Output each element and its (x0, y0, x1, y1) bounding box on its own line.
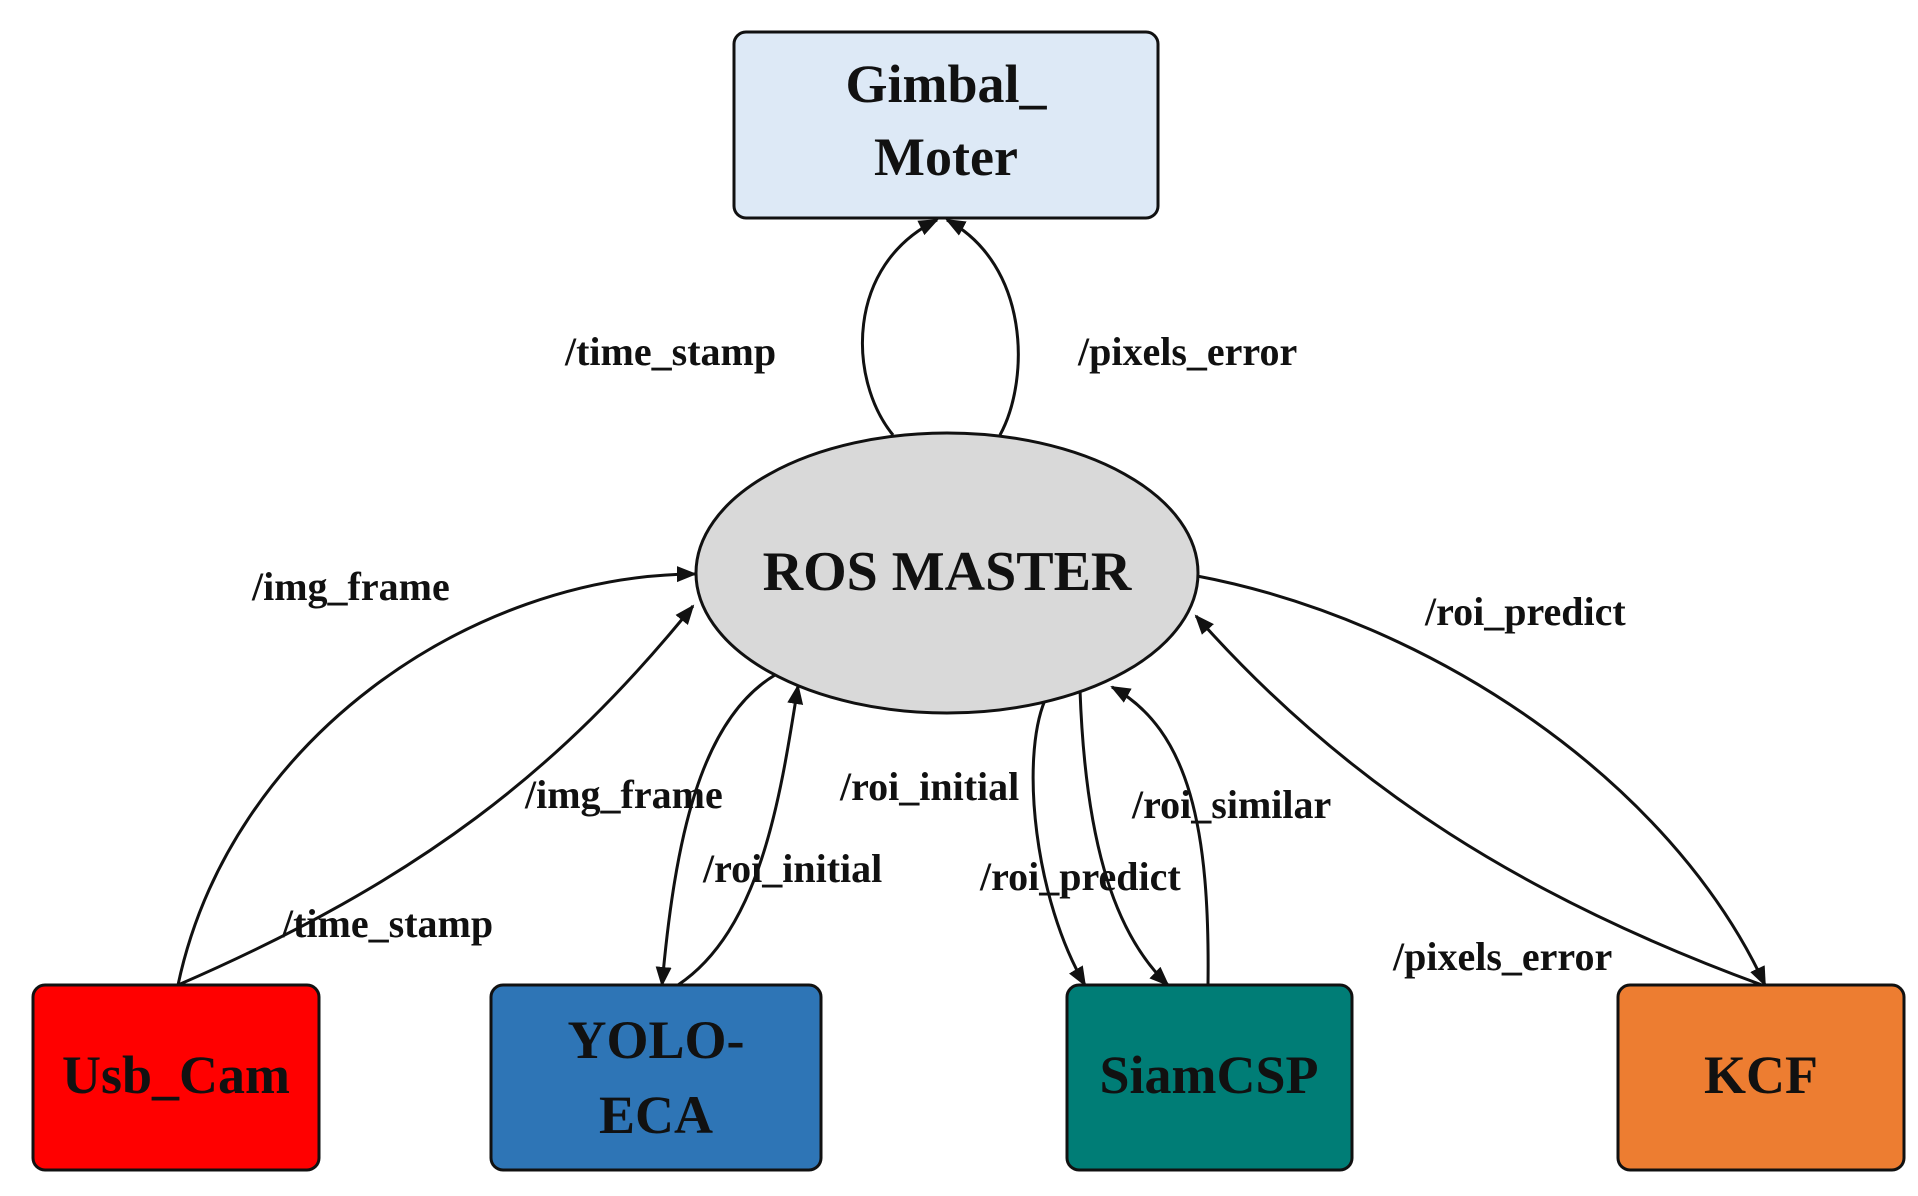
edge-roi-initial-from-yolo (677, 684, 804, 987)
gimbal-label-line2: Moter (874, 127, 1018, 187)
node-siamcsp (1065, 983, 1354, 1172)
edge-img-frame-outer (176, 566, 697, 986)
node-ros-master (694, 431, 1200, 715)
yolo-label-line1: YOLO- (567, 1010, 744, 1070)
node-kcf (1616, 983, 1906, 1172)
siamcsp-label: SiamCSP (1099, 1045, 1318, 1105)
edge-pixels-error-to-gimbal (945, 218, 1020, 436)
edge-time-stamp-to-gimbal (860, 218, 939, 436)
edge-pixels-error-from-kcf (1194, 614, 1763, 987)
edge-roi-predict-to-siam (1078, 689, 1170, 987)
label-roi-similar: /roi_similar (1131, 782, 1331, 827)
label-pixels-error-kcf: /pixels_error (1392, 934, 1612, 979)
ros-master-label: ROS MASTER (763, 541, 1132, 603)
node-yolo-eca (489, 983, 823, 1172)
edge-img-frame-inner (177, 604, 695, 987)
edge-roi-initial-to-yolo (655, 673, 776, 987)
usb-cam-label: Usb_Cam (62, 1045, 290, 1105)
edge-roi-initial-to-siam (1031, 699, 1087, 987)
label-roi-predict-siam: /roi_predict (979, 854, 1181, 899)
node-usb-cam (31, 983, 321, 1172)
node-gimbal-moter (732, 30, 1160, 220)
label-img-frame-inner: /img_frame (524, 772, 723, 817)
label-time-stamp-top: /time_stamp (564, 329, 776, 374)
edge-roi-similar-from-siam (1110, 685, 1210, 986)
label-pixels-error-top: /pixels_error (1077, 329, 1297, 374)
label-time-stamp-cam: /time_stamp (281, 901, 493, 946)
label-roi-initial-upper: /roi_initial (839, 764, 1019, 809)
label-roi-predict-kcf: /roi_predict (1424, 589, 1626, 634)
edge-roi-predict-to-kcf (1196, 574, 1767, 987)
label-roi-initial-lower: /roi_initial (702, 846, 882, 891)
yolo-label-line2: ECA (599, 1085, 713, 1145)
gimbal-label-line1: Gimbal_ (845, 54, 1047, 114)
label-img-frame-left: /img_frame (251, 564, 450, 609)
kcf-label: KCF (1704, 1045, 1818, 1105)
